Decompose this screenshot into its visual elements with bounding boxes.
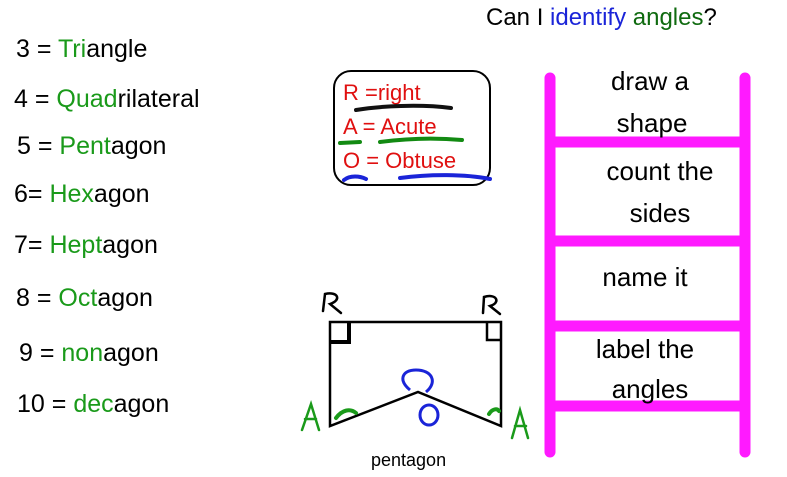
page-title: Can I identify angles? <box>486 4 717 32</box>
polygon-rest: rilateral <box>117 85 200 113</box>
polygon-prefix: 8 = <box>16 284 59 312</box>
legend-right: R =right <box>343 80 421 105</box>
polygon-item-triangle: 3 = Triangle <box>16 35 147 64</box>
legend-obtuse: O = Obtuse <box>343 148 457 173</box>
angle-legend-box: R =right A = Acute O = Obtuse <box>333 70 491 186</box>
polygon-item-octagon: 8 = Octagon <box>16 284 153 313</box>
acute-arc-left <box>334 408 358 420</box>
polygon-prefix: 6= <box>14 180 50 208</box>
polygon-prefix: 7= <box>14 231 50 259</box>
underline-acute <box>378 136 464 144</box>
underline-obtuse-o <box>342 174 368 182</box>
polygon-prefix: 9 = <box>19 339 62 367</box>
polygon-rest: agon <box>110 132 167 160</box>
polygon-root: Quad <box>56 85 118 113</box>
a-label-left <box>300 399 321 432</box>
ladder-step-1-line-2: shape <box>616 108 688 138</box>
polygon-rest: agon <box>102 231 158 259</box>
polygon-root: Pent <box>59 132 111 160</box>
pentagon-shape <box>328 320 503 428</box>
polygon-root: Hept <box>49 231 103 259</box>
polygon-root: Tri <box>57 35 87 63</box>
pentagon-caption: pentagon <box>371 450 447 470</box>
right-angle-mark-left <box>330 323 351 344</box>
polygon-root: Hex <box>49 180 94 208</box>
ladder-step-4-line-1: label the <box>595 334 695 364</box>
polygon-prefix: 4 = <box>14 85 57 113</box>
acute-arc-right <box>487 407 501 416</box>
polygon-item-pentagon: 5 = Pentagon <box>17 132 166 161</box>
obtuse-loop-mark <box>401 368 434 394</box>
r-label-left <box>321 292 343 315</box>
polygon-rest: agon <box>113 390 170 418</box>
ladder-step-4-line-2: angles <box>611 374 689 404</box>
ladder-step-1-line-1: draw a <box>610 66 690 96</box>
ladder-step-2-line-2: sides <box>629 198 691 228</box>
ladder <box>544 72 751 458</box>
polygon-item-heptagon: 7= Heptagon <box>14 231 158 260</box>
legend-acute: A = Acute <box>343 114 437 139</box>
polygon-rest: angle <box>86 35 148 63</box>
polygon-root: dec <box>73 390 114 418</box>
polygon-root: non <box>61 339 104 367</box>
polygon-prefix: 3 = <box>16 35 58 63</box>
polygon-prefix: 10 = <box>17 390 74 418</box>
title-angles: angles <box>632 4 704 31</box>
polygon-rest: agon <box>93 180 150 208</box>
polygon-rest: agon <box>103 339 159 367</box>
right-angle-mark-right <box>485 323 501 342</box>
obtuse-o-mark <box>418 403 440 427</box>
ladder-step-3: name it <box>602 262 688 292</box>
title-text-1: Can I <box>486 4 551 31</box>
polygon-prefix: 5 = <box>17 132 60 160</box>
underline-right <box>354 103 453 112</box>
polygon-item-nonagon: 9 = nonagon <box>19 339 159 368</box>
underline-obtuse <box>398 173 492 181</box>
polygon-item-hexagon: 6= Hexagon <box>14 180 150 209</box>
polygon-rest: agon <box>97 284 153 312</box>
polygon-item-quadrilateral: 4 = Quadrilateral <box>14 85 200 114</box>
underline-acute-a <box>338 140 362 145</box>
ladder-step-2-line-1: count the <box>606 156 714 186</box>
r-label-right <box>481 294 502 316</box>
title-identify: identify <box>550 4 627 31</box>
polygon-root: Oct <box>58 284 98 312</box>
a-label-right <box>510 405 530 440</box>
title-question-mark: ? <box>703 4 717 31</box>
polygon-item-decagon: 10 = decagon <box>17 390 169 419</box>
